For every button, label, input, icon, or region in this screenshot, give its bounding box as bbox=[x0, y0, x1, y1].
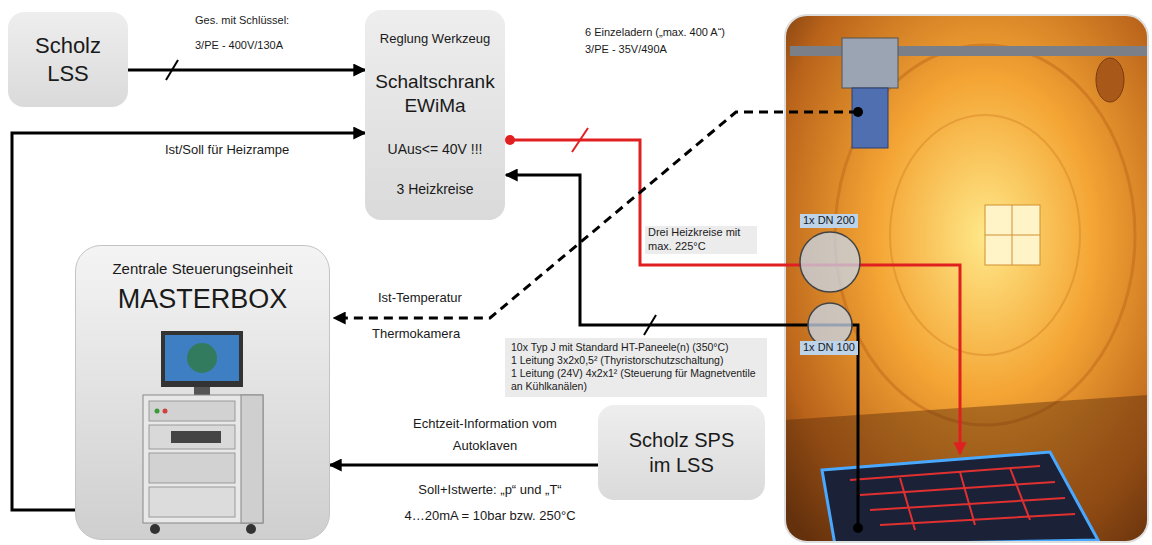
status-lamp bbox=[155, 409, 160, 414]
screen-globe bbox=[187, 343, 217, 373]
cable-mark bbox=[644, 315, 656, 335]
annotation-label: Drei Heizkreise mit max. 225°C bbox=[645, 226, 757, 254]
box-text: 3 Heizkreise bbox=[396, 181, 473, 199]
annotation-label: Thermokamera bbox=[372, 326, 460, 342]
box-text: 1 Leitung (24V) 4x2x1² (Steuerung für Ma… bbox=[511, 367, 761, 393]
box-text: Scholz SPS im LSS bbox=[622, 428, 742, 478]
sensor-cable bbox=[506, 175, 858, 528]
tunnel-ring bbox=[835, 45, 1135, 425]
source-box: Scholz LSS bbox=[8, 12, 128, 107]
module bbox=[149, 453, 235, 483]
cabinet bbox=[143, 395, 263, 523]
module bbox=[149, 401, 235, 421]
display bbox=[171, 431, 221, 443]
tool-tray bbox=[822, 452, 1098, 542]
cabinet-side bbox=[241, 395, 263, 523]
screen bbox=[165, 335, 239, 381]
module bbox=[149, 487, 235, 517]
window-bar bbox=[985, 235, 1040, 236]
annotation-label: 1x DN 100 bbox=[800, 341, 858, 355]
wheel bbox=[150, 524, 160, 534]
cable-dot bbox=[853, 523, 863, 533]
box-text: 10x Typ J mit Standard HT-Paneele(n) (35… bbox=[511, 341, 729, 354]
window bbox=[985, 205, 1040, 265]
port bbox=[1096, 58, 1124, 102]
status-lamp bbox=[163, 409, 168, 414]
annotation-label: 6 Einzeladern („max. 400 A“) bbox=[585, 26, 725, 40]
annotation-label: Soll+Istwerte: „p“ und „T“ bbox=[390, 482, 590, 498]
camera-housing bbox=[842, 38, 898, 88]
cable-dot bbox=[853, 107, 863, 117]
annotation-label: 1x DN 200 bbox=[800, 214, 858, 228]
box-text: Reglung Werkzeug bbox=[380, 31, 490, 47]
box-text: UAus<= 40V !!! bbox=[388, 141, 483, 159]
camera-lens bbox=[852, 88, 888, 148]
control-cabinet-box: Reglung WerkzeugSchaltschrank EWiMaUAus<… bbox=[365, 10, 505, 220]
connector bbox=[330, 464, 598, 467]
feedthrough-dn200 bbox=[800, 232, 860, 292]
heating-pattern bbox=[850, 466, 1075, 530]
autoclave-photo bbox=[785, 15, 1148, 542]
box-text: Schaltschrank EWiMa bbox=[369, 70, 501, 119]
cable-mark bbox=[572, 128, 588, 152]
box-text: Zentrale Steuerungseinheit bbox=[112, 260, 292, 279]
annotation-label: 4…20mA = 10bar bzw. 250°C bbox=[390, 508, 590, 524]
cable-spec-box: 10x Typ J mit Standard HT-Paneele(n) (35… bbox=[505, 338, 767, 397]
box-text: Scholz LSS bbox=[26, 32, 110, 87]
photo-frame bbox=[785, 15, 1148, 542]
edge-label: Echtzeit-Information vom Autoklaven bbox=[400, 413, 570, 457]
floor bbox=[785, 395, 1148, 542]
annotation-label: 3/PE - 35V/490A bbox=[585, 43, 667, 57]
plc-box: Scholz SPS im LSS bbox=[598, 405, 765, 500]
monitor bbox=[161, 331, 243, 387]
cable-dot bbox=[505, 135, 515, 145]
wheel bbox=[246, 524, 256, 534]
connector bbox=[128, 69, 365, 72]
edge-label: Ist/Soll für Heizrampe bbox=[165, 142, 335, 158]
box-text: 1 Leitung 3x2x0,5² (Thyristorschutzschal… bbox=[511, 354, 723, 367]
control-rack-picture bbox=[131, 331, 276, 536]
master-box: Zentrale SteuerungseinheitMASTERBOX bbox=[75, 245, 330, 540]
monitor-stand bbox=[194, 387, 210, 395]
module bbox=[149, 425, 235, 449]
box-text: MASTERBOX bbox=[118, 283, 288, 317]
edge-label: Ges. mit Schlüssel: 3/PE - 400V/130A bbox=[195, 8, 310, 59]
tunnel-ring bbox=[890, 115, 1080, 355]
annotation-label: Ist-Temperatur bbox=[378, 290, 462, 306]
